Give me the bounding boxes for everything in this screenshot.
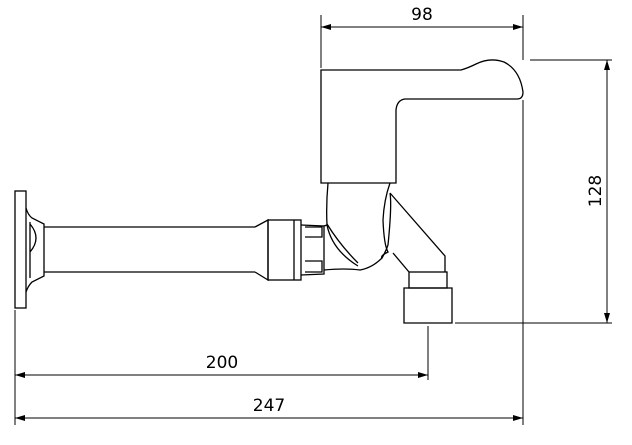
pipe-nut: [254, 218, 302, 282]
dimension-lines: [14, 15, 612, 425]
handle-lever: [320, 59, 524, 184]
hex-connector: [300, 224, 325, 276]
dimension-label-128: 128: [586, 175, 606, 207]
dimension-label-247: 247: [253, 396, 285, 416]
supply-pipe: [44, 226, 255, 273]
aerator: [403, 271, 453, 324]
wall-flange: [14, 190, 45, 309]
valve-body: [323, 182, 446, 273]
dimension-label-200: 200: [206, 353, 238, 373]
dimension-label-98: 98: [411, 5, 433, 25]
